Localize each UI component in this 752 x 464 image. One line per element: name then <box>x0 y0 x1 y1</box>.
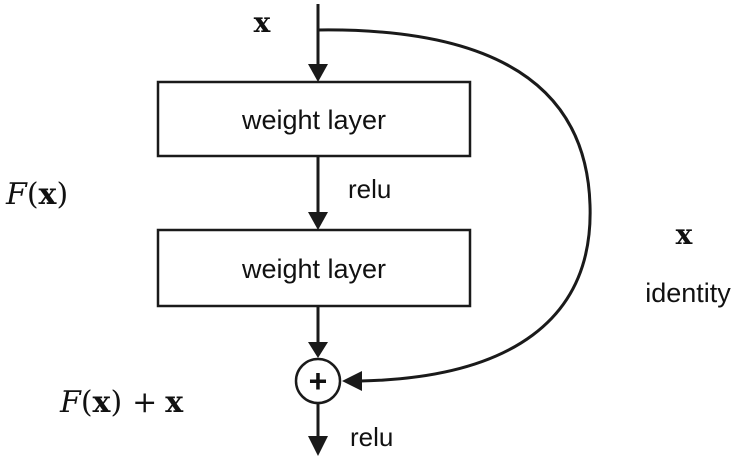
input-label: x <box>254 6 271 39</box>
shortcut-name: identity <box>645 278 731 308</box>
weight-layer-2-label: weight layer <box>241 254 386 284</box>
add-symbol: + <box>309 363 328 399</box>
arrow-head-add <box>308 342 328 358</box>
weight-layer-1: weight layer <box>156 80 472 158</box>
arrow-head-layer-1 <box>308 64 328 82</box>
residual-function-label: F(x) <box>5 177 68 212</box>
weight-layer-2: weight layer <box>156 228 472 308</box>
add-node: + <box>294 357 342 405</box>
arrow-head-shortcut <box>342 371 362 391</box>
identity-shortcut-path <box>317 28 592 383</box>
arrow-head-output <box>308 436 328 456</box>
weight-layer-1-label: weight layer <box>241 105 386 135</box>
shortcut-label: x <box>676 218 693 251</box>
arrow-head-layer-2 <box>308 212 328 230</box>
sum-label: F(x)+x <box>59 385 184 420</box>
relu-label-mid: relu <box>348 174 391 204</box>
relu-label-out: relu <box>350 422 393 452</box>
